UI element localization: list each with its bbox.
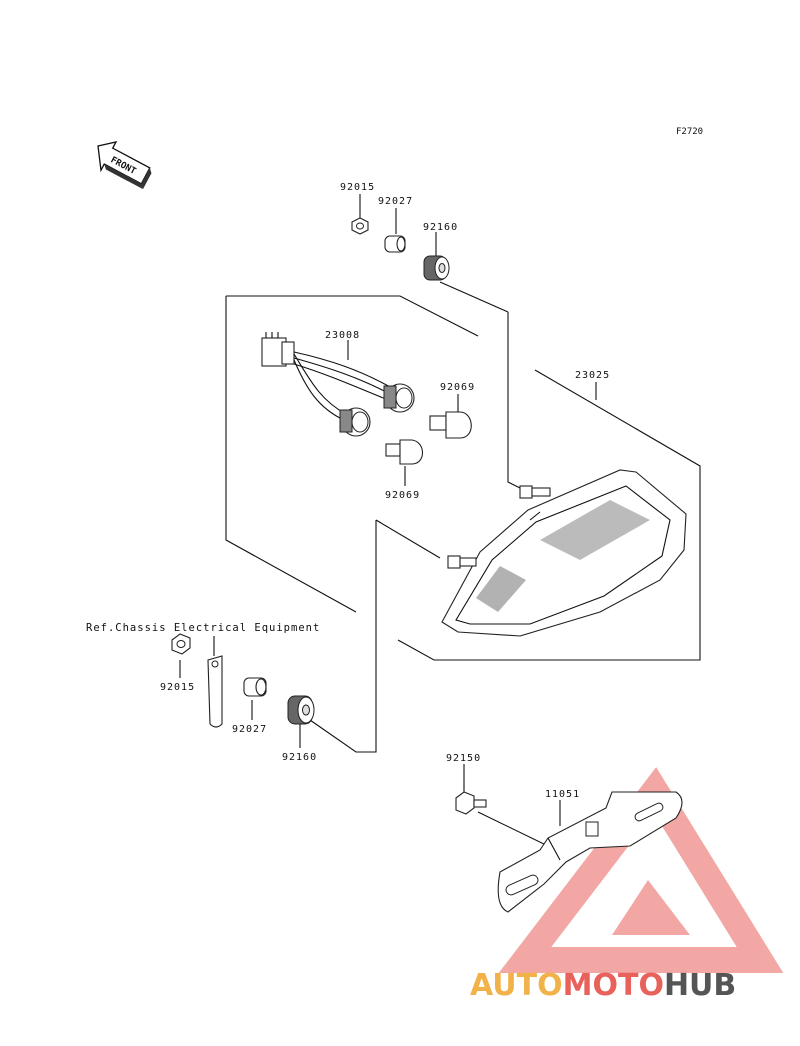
nut-92015-top <box>351 217 369 235</box>
label-11051: 11051 <box>545 789 580 800</box>
label-92015-top: 92015 <box>340 182 375 193</box>
reference-note: Ref.Chassis Electrical Equipment <box>86 622 320 634</box>
label-23008: 23008 <box>325 330 360 341</box>
nut-92015-bottom <box>171 633 191 655</box>
label-92015-bottom: 92015 <box>160 682 195 693</box>
wiring-harness-23008 <box>261 332 415 437</box>
mounting-strap <box>207 655 223 728</box>
label-92027-top: 92027 <box>378 196 413 207</box>
bolt-92150 <box>455 791 487 815</box>
watermark-text: AUTOMOTOHUB <box>470 968 736 1003</box>
front-arrow-icon: FRONT <box>97 141 152 190</box>
collar-92027-top <box>384 235 406 253</box>
figure-code: F2720 <box>676 127 703 137</box>
label-92150: 92150 <box>446 753 481 764</box>
watermark-part-auto: AUTO <box>470 968 563 1003</box>
lamp-stud-upper <box>519 485 551 499</box>
label-92069-a: 92069 <box>440 382 475 393</box>
bulb-92069-a <box>429 411 472 439</box>
collar-92027-bottom <box>243 677 267 697</box>
grommet-92160-top <box>423 255 450 281</box>
grommet-92160-bottom <box>287 695 315 725</box>
lamp-stud-lower <box>447 555 477 569</box>
label-92069-b: 92069 <box>385 490 420 501</box>
bracket-11051 <box>497 791 683 913</box>
watermark-logo <box>498 767 784 973</box>
watermark-part-hub: HUB <box>664 968 736 1003</box>
tail-lamp-23025 <box>441 469 687 637</box>
watermark-part-moto: MOTO <box>563 968 664 1003</box>
label-23025: 23025 <box>575 370 610 381</box>
frame-lines <box>179 194 701 847</box>
bulb-92069-b <box>385 439 424 465</box>
label-92027-bottom: 92027 <box>232 724 267 735</box>
label-92160-top: 92160 <box>423 222 458 233</box>
label-92160-bottom: 92160 <box>282 752 317 763</box>
